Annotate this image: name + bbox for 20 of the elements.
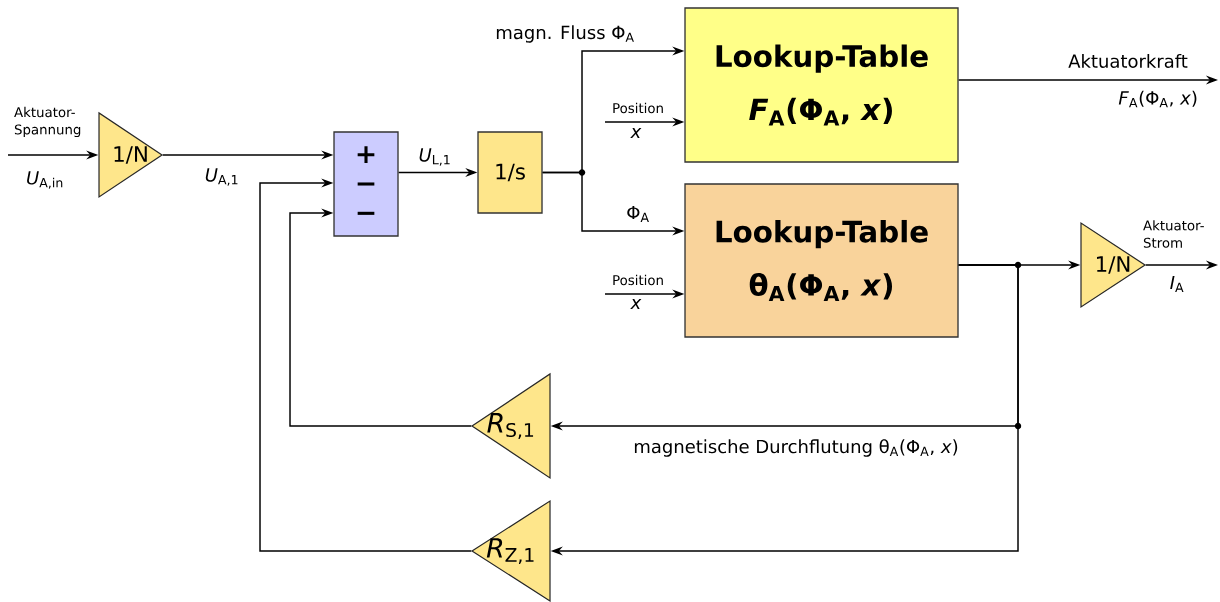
signal-label: Position [613, 102, 663, 114]
edge-label: magn. Fluss Φ$_{A}$ [496, 25, 634, 43]
signal-label: Position [613, 274, 663, 286]
integrator-block: 1/s [477, 131, 543, 214]
edge-label: U$_{L,1}$ [419, 148, 450, 166]
edge-label: Φ$_{A}$ [627, 206, 649, 222]
edge-label: U$_{A,1}$ [205, 168, 238, 186]
signal-label: I$_{A}$ [1170, 276, 1184, 292]
lookup-table-box: Lookup-Table θ$_{A}$(Φ$_{A}$, x) [684, 183, 959, 338]
edge-label: magnetische Durchflutung θ$_{A}$(Φ$_{A}$, x) [634, 439, 958, 457]
edge-label: x [630, 299, 642, 309]
lookup-table-box: Lookup-Table F$_{A}$(Φ$_{A}$, x) [684, 7, 959, 163]
signal-label: Aktuatorkraft [1068, 54, 1188, 68]
signal-label: Aktuator-Spannung [14, 106, 81, 138]
arrow [289, 208, 472, 427]
edge-label: F$_{A}$(Φ$_{A}$, x) [1118, 90, 1197, 108]
arrow [259, 178, 472, 552]
edge-label: U$_{A,in}$ [27, 171, 63, 189]
sum-block: + − − [333, 131, 399, 237]
edge-label: x [630, 128, 642, 138]
